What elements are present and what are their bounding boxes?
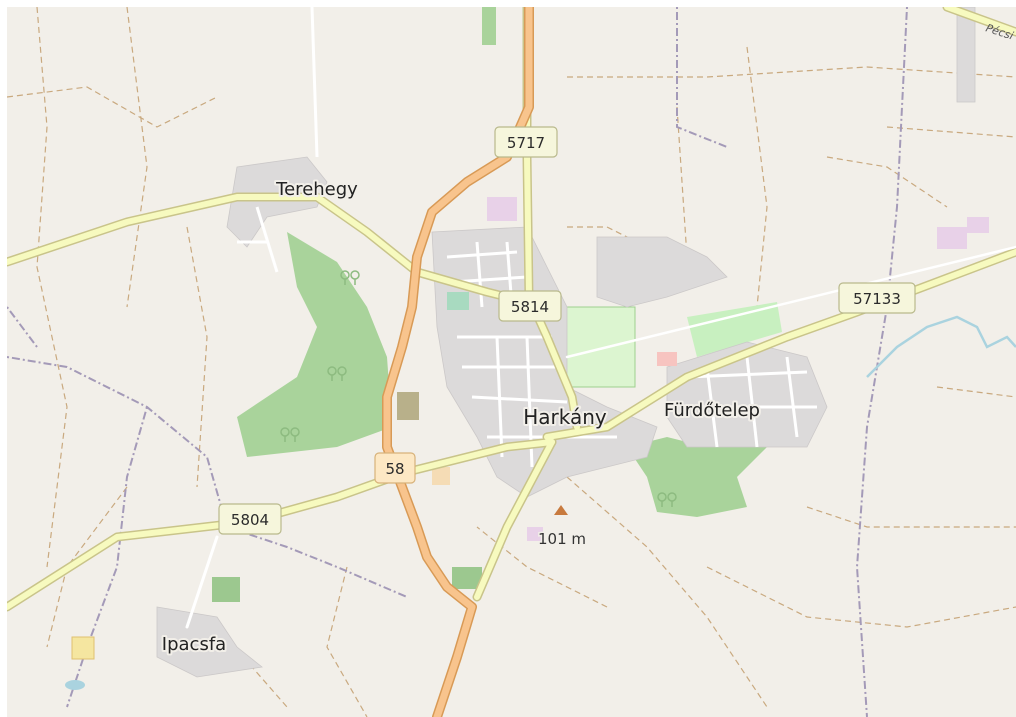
industrial-area bbox=[596, 236, 728, 308]
park-strip bbox=[687, 302, 782, 357]
misc-patches bbox=[65, 197, 989, 690]
residential-ipacsfa bbox=[156, 606, 263, 678]
place-label-harkany[interactable]: Harkány bbox=[521, 403, 609, 431]
forest-west bbox=[237, 232, 392, 457]
place-label-ipacsfa[interactable]: Ipacsfa bbox=[160, 632, 228, 657]
residential-northeast bbox=[956, 7, 976, 103]
road-shield-58[interactable]: 58 bbox=[374, 452, 416, 484]
road-label-5814: 5814 bbox=[511, 298, 549, 316]
road-label-5717: 5717 bbox=[507, 134, 545, 152]
place-label-terehegy[interactable]: Terehegy bbox=[273, 177, 360, 202]
stream bbox=[866, 315, 1016, 378]
road-shield-5804[interactable]: 5804 bbox=[218, 503, 282, 535]
green-north bbox=[482, 7, 496, 45]
residential-terehegy bbox=[226, 156, 328, 248]
road-shield-5814[interactable]: 5814 bbox=[498, 290, 562, 322]
peak-elevation-label: 101 m bbox=[538, 530, 586, 548]
green-southwest bbox=[212, 577, 240, 602]
road-label-5804: 5804 bbox=[231, 511, 269, 529]
place-label-furdotelep[interactable]: Fürdőtelep bbox=[662, 398, 762, 423]
map-canvas[interactable]: 5717 5814 57133 58 5804 101 m Terehegy H… bbox=[7, 7, 1016, 717]
peak-icon[interactable] bbox=[554, 505, 568, 515]
road-shield-5717[interactable]: 5717 bbox=[494, 126, 558, 158]
forest-east bbox=[627, 427, 767, 517]
primary-road-58 bbox=[382, 7, 534, 717]
forest-symbols bbox=[280, 270, 677, 507]
forest-areas bbox=[212, 7, 782, 602]
street-grid bbox=[237, 7, 817, 468]
green-south bbox=[452, 567, 482, 589]
sports-field bbox=[554, 306, 636, 388]
road-shield-57133[interactable]: 57133 bbox=[838, 282, 916, 314]
road-label-57133: 57133 bbox=[853, 290, 901, 308]
road-label-58: 58 bbox=[385, 460, 404, 478]
